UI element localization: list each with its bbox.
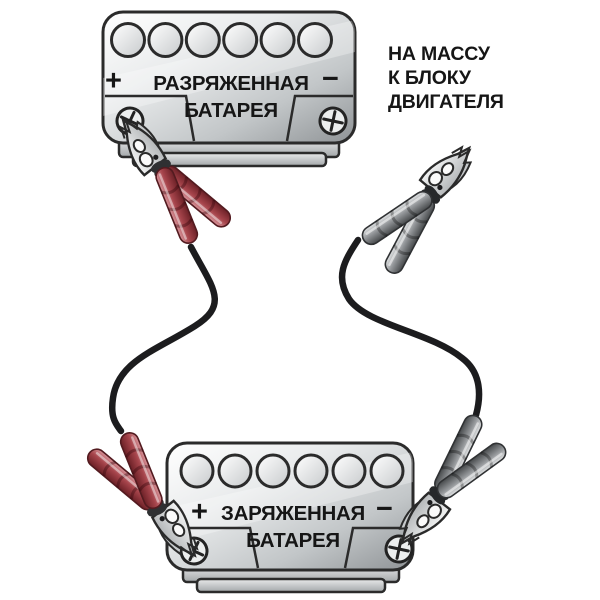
battery-title-line2: БАТАРЕЯ	[184, 99, 278, 122]
terminal-recess-outline	[343, 526, 411, 569]
battery-terminal-icon	[318, 106, 348, 136]
terminal-recess-outline	[285, 94, 353, 142]
battery-cell-caps	[110, 22, 333, 58]
terminal-recess-outline	[105, 94, 196, 142]
battery-cell-cap	[179, 453, 215, 489]
minus-sign: −	[376, 493, 393, 525]
battery-cell-cap	[147, 22, 184, 58]
battery-base-slab	[195, 577, 387, 594]
battery-cell-cap	[222, 22, 259, 58]
battery-cell-cap	[110, 22, 146, 58]
engine-ground-annotation: НА МАССУ К БЛОКУ ДВИГАТЕЛЯ	[388, 43, 504, 113]
battery-cell-caps	[179, 453, 405, 489]
battery-cell-cap	[369, 453, 405, 489]
battery-title-line1: РАЗРЯЖЕННАЯ	[153, 72, 308, 95]
battery-cell-cap	[259, 22, 296, 58]
battery-cell-cap	[293, 453, 329, 489]
battery-title-line2: БАТАРЕЯ	[246, 529, 340, 552]
annotation-line3: ДВИГАТЕЛЯ	[388, 91, 504, 113]
battery-cell-cap	[255, 453, 291, 489]
battery-cell-cap	[184, 22, 221, 58]
battery-terminal-icon	[384, 534, 414, 564]
terminal-recess-outline	[169, 526, 260, 569]
charged-battery: + ЗАРЯЖЕННАЯ − БАТАРЕЯ	[165, 441, 415, 594]
minus-sign: −	[322, 63, 339, 95]
annotation-line2: К БЛОКУ	[388, 67, 472, 89]
annotation-line1: НА МАССУ	[388, 43, 491, 65]
battery-cell-cap	[331, 453, 367, 489]
plus-sign: +	[105, 65, 122, 97]
battery-cell-cap	[297, 22, 333, 58]
positive-jumper-cable	[109, 243, 218, 435]
discharged-battery: + РАЗРЯЖЕННАЯ − БАТАРЕЯ	[101, 10, 357, 168]
negative-jumper-cable	[338, 236, 483, 419]
ground-clamp-to-engine-block	[348, 126, 494, 282]
battery-title-line1: ЗАРЯЖЕННАЯ	[221, 502, 365, 525]
plus-sign: +	[191, 496, 208, 528]
battery-cell-cap	[217, 453, 253, 489]
